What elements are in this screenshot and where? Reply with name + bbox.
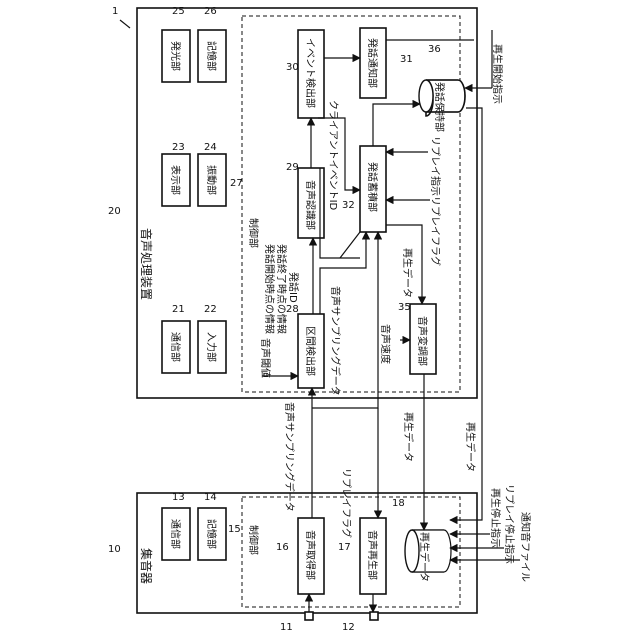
processor-input-block: 入力部 [198, 321, 226, 373]
ref-36: 36 [428, 44, 441, 55]
speech-end-info-label: 発話終了時点の情報 [275, 244, 288, 334]
display-block: 表示部 [162, 154, 190, 206]
svg-text:発話通知部: 発話通知部 [366, 38, 379, 88]
ref-12: 12 [342, 622, 355, 633]
svg-text:音声取得部: 音声取得部 [304, 530, 317, 580]
svg-text:記憶部: 記憶部 [205, 519, 218, 549]
ref-21: 21 [172, 304, 185, 315]
svg-text:区間検出部: 区間検出部 [304, 326, 317, 376]
replay-flag-label: リプレイフラグ [429, 196, 442, 266]
ref-20: 20 [108, 206, 121, 217]
microphone-terminal [305, 612, 313, 620]
svg-text:音声認識部: 音声認識部 [304, 180, 317, 230]
ref-17: 17 [338, 542, 351, 553]
svg-text:記憶部: 記憶部 [205, 41, 218, 71]
svg-text:再生データ: 再生データ [418, 532, 431, 582]
voice-convert-block: 音声変調部 [410, 304, 436, 374]
collector-comm-block: 通信部 [162, 508, 190, 560]
ref-26: 26 [204, 6, 217, 17]
ref-13: 13 [172, 492, 185, 503]
ref-35: 35 [398, 302, 411, 313]
svg-text:イベント検出部: イベント検出部 [304, 38, 317, 108]
processor-comm-block: 通信部 [162, 321, 190, 373]
svg-text:振動部: 振動部 [205, 165, 218, 195]
ref-11: 11 [280, 622, 293, 633]
ref-29: 29 [286, 162, 299, 173]
processor-control-label: 制御部 [247, 218, 260, 248]
audio-sampling-data-label-2: 音声サンプリングデータ [329, 286, 342, 396]
svg-text:発話蓄積部: 発話蓄積部 [366, 162, 379, 212]
client-event-id-label: クライアントイベントID [327, 100, 339, 211]
play-stop-instruction-label: 再生停止指示 [489, 488, 502, 548]
speaker-terminal [370, 612, 378, 620]
collector-storage-block: 記憶部 [198, 508, 226, 560]
ref-16: 16 [276, 542, 289, 553]
audio-speed-label: 音声速度 [379, 324, 392, 364]
audio-acquire-block: 音声取得部 [298, 518, 324, 594]
play-data-label-3: 再生データ [464, 422, 477, 472]
processor-title: 音声処理装置 [139, 228, 154, 300]
ref-25: 25 [172, 6, 185, 17]
light-block: 発光部 [162, 30, 190, 82]
svg-text:音声変調部: 音声変調部 [416, 316, 429, 366]
ref-28: 28 [286, 304, 299, 315]
svg-text:通信部: 通信部 [169, 332, 182, 362]
ref-18: 18 [392, 498, 405, 509]
speech-start-info-label: 発話開始時点の情報 [263, 244, 276, 334]
svg-text:通信部: 通信部 [169, 519, 182, 549]
speech-notify-block: 発話通知部 [360, 28, 386, 98]
ref-1-leader [120, 20, 130, 28]
svg-text:発光部: 発光部 [169, 41, 182, 71]
ref-22: 22 [204, 304, 217, 315]
replay-instruction-label: リプレイ指示 [429, 136, 442, 196]
ref-30: 30 [286, 62, 299, 73]
ref-31: 31 [400, 54, 413, 65]
replay-flag-label-2: リプレイフラグ [340, 468, 353, 538]
svg-text:発話保持部: 発話保持部 [433, 82, 446, 132]
ref-32: 32 [342, 200, 355, 211]
event-detect-block: イベント検出部 [298, 30, 324, 118]
ref-27: 27 [230, 178, 243, 189]
collector-title: 集音器 [139, 548, 154, 584]
svg-text:表示部: 表示部 [169, 165, 182, 195]
notify-audio-file-label: 通知音ファイル [519, 512, 532, 582]
speech-id-label: 発話ID [287, 272, 300, 303]
audio-playback-block: 音声再生部 [360, 518, 386, 594]
collector-control-label: 制御部 [247, 525, 260, 555]
section-detect-block: 区間検出部 [298, 314, 324, 388]
ref-15: 15 [228, 524, 241, 535]
ref-23: 23 [172, 142, 185, 153]
ref-10: 10 [108, 544, 121, 555]
svg-text:入力部: 入力部 [205, 332, 218, 362]
speech-hold-storage: 発話保持部 [419, 80, 465, 132]
audio-threshold-label: 音声閾値 [259, 338, 272, 378]
play-data-label-1: 再生データ [401, 248, 414, 298]
ref-14: 14 [204, 492, 217, 503]
ref-1: 1 [112, 6, 118, 17]
svg-text:音声再生部: 音声再生部 [366, 530, 379, 580]
audio-sampling-data-label: 音声サンプリングデータ [283, 402, 296, 512]
speech-store-block: 発話蓄積部 [360, 146, 386, 232]
play-data-label-2: 再生データ [402, 412, 415, 462]
ref-24: 24 [204, 142, 217, 153]
vibration-block: 振動部 [198, 154, 226, 206]
replay-stop-instruction-label: リプレイ停止指示 [503, 484, 516, 564]
processor-storage-block: 記憶部 [198, 30, 226, 82]
play-start-instruction-label: 再生開始指示 [491, 44, 504, 104]
play-data-storage: 再生データ [405, 530, 451, 582]
